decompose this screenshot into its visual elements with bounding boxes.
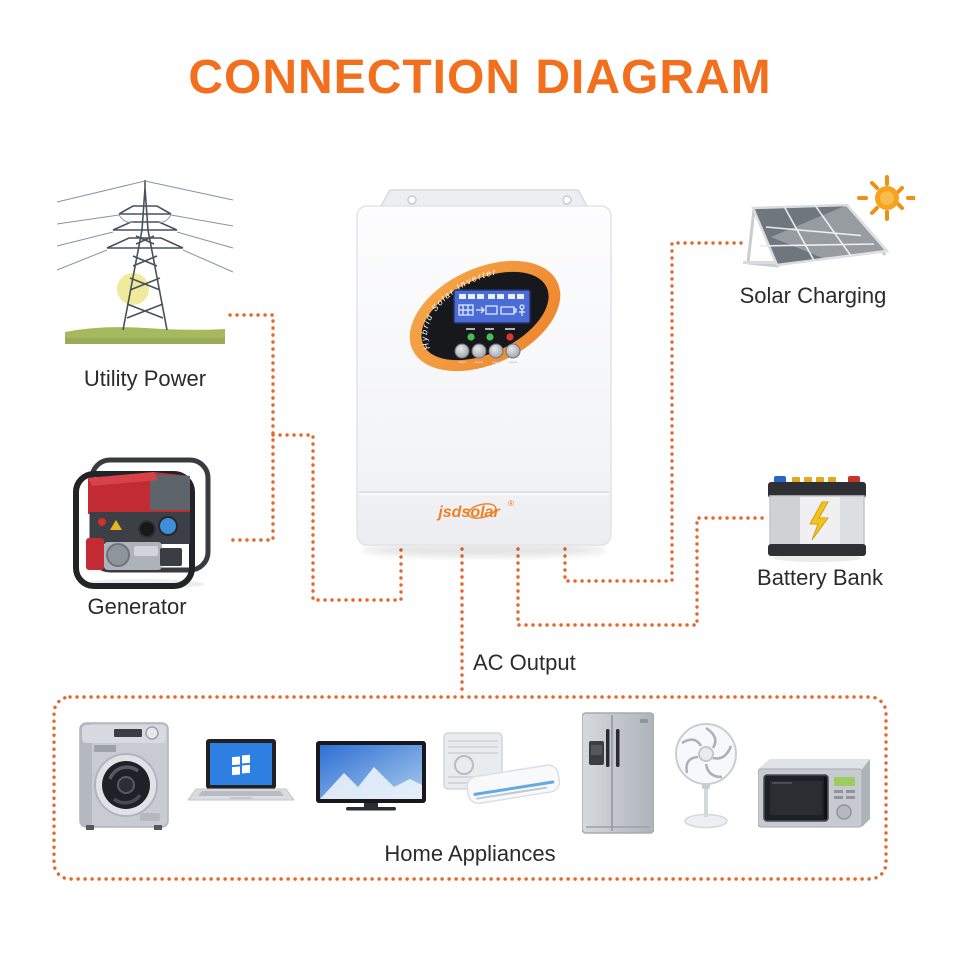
home-appliances-box: Home Appliances bbox=[54, 697, 886, 879]
generator-icon bbox=[73, 457, 211, 589]
lcd-screen bbox=[453, 289, 531, 324]
logo-swoosh bbox=[467, 503, 497, 519]
fan-icon bbox=[675, 723, 737, 829]
generator-label: Generator bbox=[87, 594, 187, 619]
microwave-icon bbox=[758, 759, 870, 828]
air-conditioner-icon bbox=[443, 732, 561, 805]
home-appliances-label: Home Appliances bbox=[384, 841, 556, 866]
home-appliances-border bbox=[52, 695, 888, 881]
ac-input-connector-line bbox=[271, 433, 403, 602]
battery-icon bbox=[768, 476, 866, 562]
mounting-hole-right bbox=[562, 195, 572, 205]
utility-generator-connector-line bbox=[228, 313, 275, 542]
brand-logo: jsdsolar ® bbox=[436, 499, 514, 521]
power-tower-icon bbox=[56, 180, 234, 344]
solar-panel-icon bbox=[743, 175, 915, 268]
battery-bank-label: Battery Bank bbox=[757, 565, 883, 590]
led-indicators bbox=[466, 328, 515, 341]
control-buttons bbox=[454, 343, 521, 364]
inverter-shadow bbox=[362, 543, 606, 557]
page-title: CONNECTION DIAGRAM bbox=[188, 51, 772, 104]
sun-icon bbox=[857, 175, 915, 221]
solar-charging-label: Solar Charging bbox=[739, 283, 887, 308]
inverter: Hybrid Solar Inverter bbox=[356, 189, 612, 557]
battery-connector-line bbox=[516, 516, 768, 627]
utility-power-label: Utility Power bbox=[83, 366, 207, 391]
laptop-icon bbox=[188, 739, 294, 801]
ac-output-label: AC Output bbox=[473, 650, 576, 675]
washing-machine-icon bbox=[79, 722, 169, 830]
tv-icon bbox=[316, 741, 426, 811]
registered-mark: ® bbox=[508, 499, 514, 508]
solar-connector-line bbox=[563, 241, 746, 583]
mounting-hole-left bbox=[407, 195, 417, 205]
refrigerator-icon bbox=[582, 712, 654, 834]
